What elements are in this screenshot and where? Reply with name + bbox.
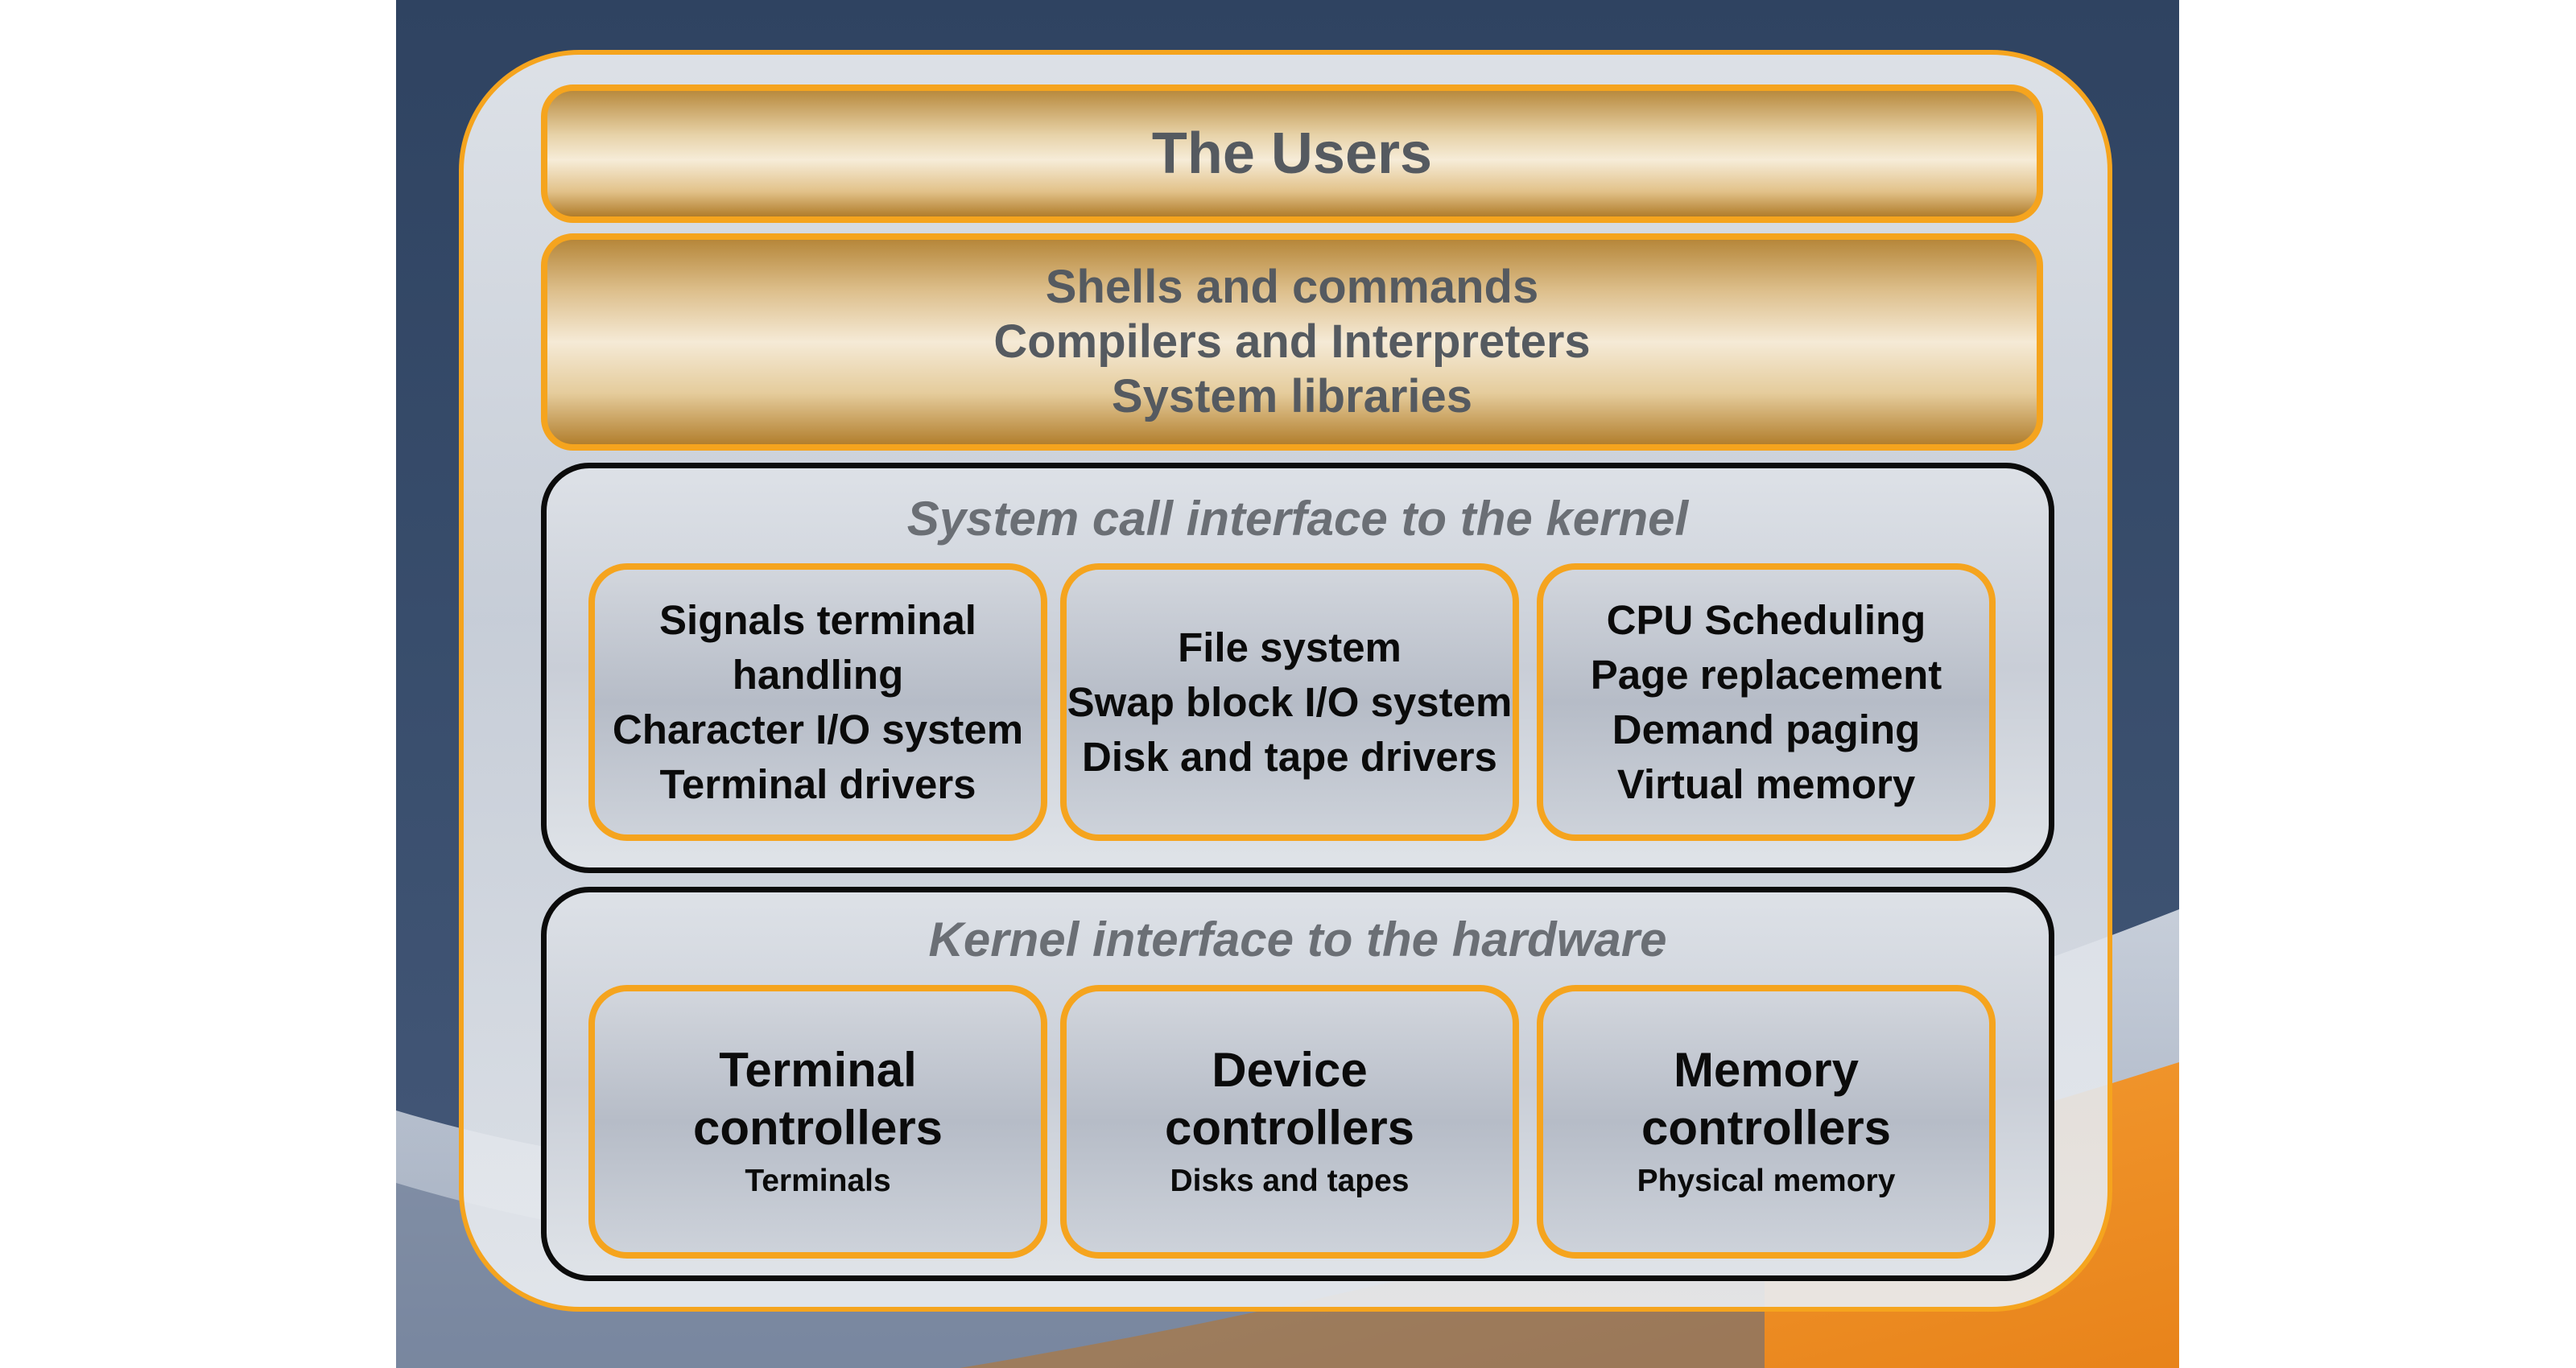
kernel-title: Kernel interface to the hardware bbox=[928, 913, 1667, 966]
cpu-box: CPU Scheduling Page replacement Demand p… bbox=[1537, 563, 1996, 841]
users-label: The Users bbox=[1151, 122, 1433, 186]
cpu-line-3: Demand paging bbox=[1612, 706, 1921, 752]
tools-line-shells: Shells and commands bbox=[1045, 261, 1539, 313]
memory-controllers-title-2: controllers bbox=[1641, 1101, 1892, 1155]
cpu-line-4: Virtual memory bbox=[1616, 760, 1916, 807]
filesystem-line-2: Swap block I/O system bbox=[1067, 678, 1513, 725]
memory-controllers-subtitle: Physical memory bbox=[1637, 1164, 1896, 1198]
terminal-controllers-subtitle: Terminals bbox=[745, 1164, 891, 1198]
tools-band: Shells and commands Compilers and Interp… bbox=[541, 233, 2043, 451]
tools-line-compilers: Compilers and Interpreters bbox=[993, 315, 1591, 368]
signals-line-2: handling bbox=[732, 651, 904, 698]
signals-box: Signals terminal handling Character I/O … bbox=[588, 563, 1047, 841]
users-band: The Users bbox=[541, 84, 2043, 223]
terminal-controllers-box: Terminal controllers Terminals bbox=[588, 985, 1047, 1259]
filesystem-line-3: Disk and tape drivers bbox=[1082, 733, 1497, 780]
terminal-controllers-title-2: controllers bbox=[692, 1101, 943, 1155]
kernel-section: Kernel interface to the hardware Termina… bbox=[541, 887, 2054, 1281]
signals-line-3: Character I/O system bbox=[612, 706, 1024, 752]
cpu-line-1: CPU Scheduling bbox=[1606, 596, 1926, 643]
terminal-controllers-title-1: Terminal bbox=[719, 1043, 917, 1097]
memory-controllers-box: Memory controllers Physical memory bbox=[1537, 985, 1996, 1259]
memory-controllers-title-1: Memory bbox=[1673, 1043, 1860, 1097]
cpu-line-2: Page replacement bbox=[1590, 651, 1942, 698]
filesystem-line-1: File system bbox=[1178, 624, 1402, 670]
signals-line-4: Terminal drivers bbox=[659, 760, 976, 807]
device-controllers-box: Device controllers Disks and tapes bbox=[1060, 985, 1519, 1259]
syscall-section: System call interface to the kernel Sign… bbox=[541, 463, 2054, 873]
device-controllers-title-2: controllers bbox=[1164, 1101, 1415, 1155]
syscall-title: System call interface to the kernel bbox=[906, 492, 1689, 546]
tools-line-libraries: System libraries bbox=[1111, 370, 1473, 422]
slide-background: The Users Shells and commands Compilers … bbox=[396, 0, 2179, 1368]
signals-line-1: Signals terminal bbox=[659, 596, 976, 643]
device-controllers-subtitle: Disks and tapes bbox=[1170, 1164, 1410, 1198]
device-controllers-title-1: Device bbox=[1212, 1043, 1368, 1097]
filesystem-box: File system Swap block I/O system Disk a… bbox=[1060, 563, 1519, 841]
